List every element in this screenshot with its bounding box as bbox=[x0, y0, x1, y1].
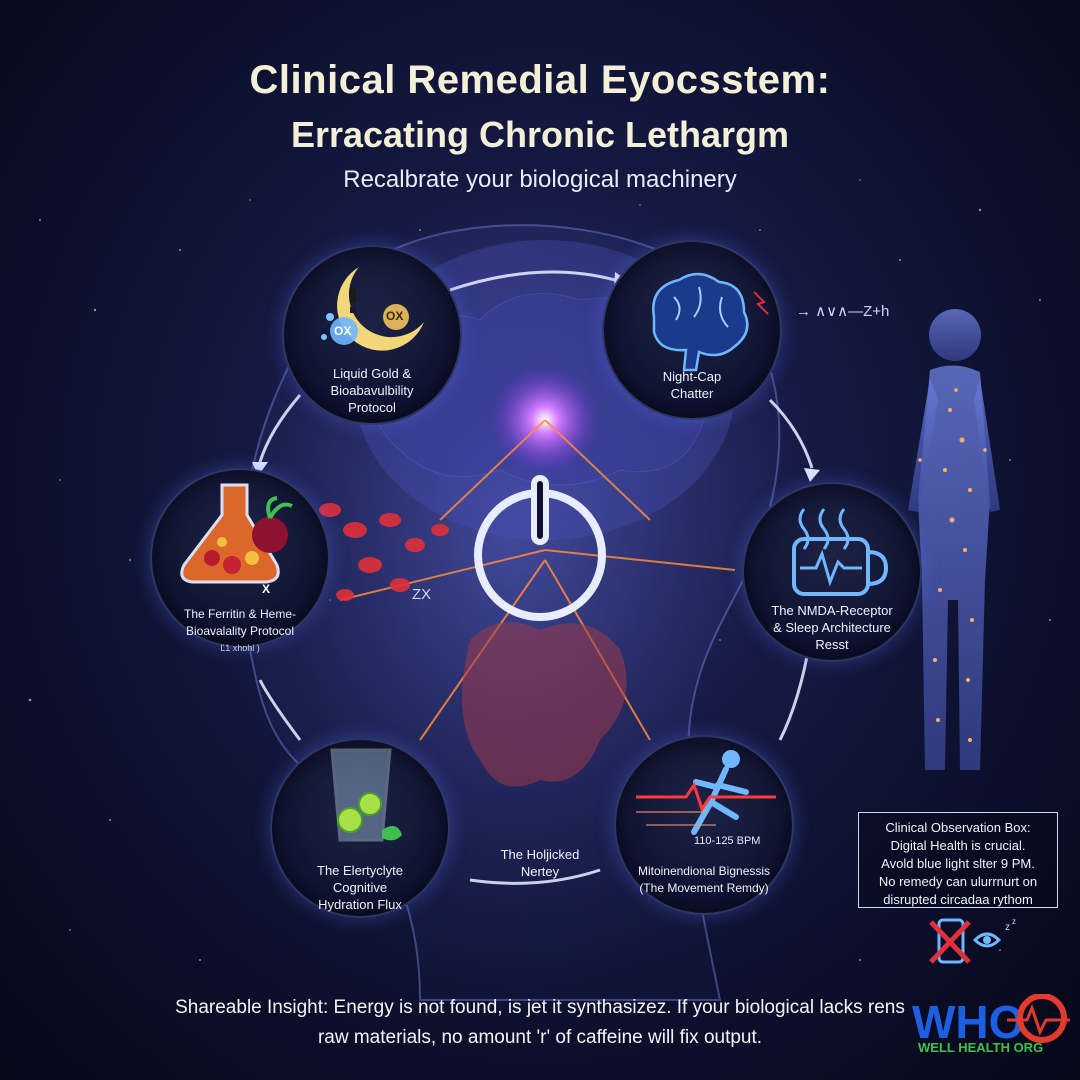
node-ferritin: X The Ferritin & Heme- Bioavalality Prot… bbox=[150, 468, 330, 653]
node-mitochondrial: 110-125 BPM Mitoinendional Bignessis (Th… bbox=[614, 735, 794, 915]
observation-line: Clinical Observation Box: bbox=[885, 820, 1031, 835]
insight-line: raw materials, no amount 'r' of caffeine… bbox=[317, 1027, 763, 1048]
node-electrolyte: The Elertyclyte Cognitive Hydration Flux bbox=[270, 738, 450, 918]
node-liquid-gold: OX OX Liquid Gold & Bioabavulbility Prot… bbox=[282, 245, 462, 425]
page-title: Clinical Remedial Eyocsstem: bbox=[249, 58, 831, 102]
node-nmda: The NMDA-Receptor & Sleep Architecture R… bbox=[742, 482, 922, 662]
runner-icon bbox=[636, 750, 776, 835]
node-night-cap: Night-Cap Chatter bbox=[602, 240, 782, 420]
node-label-line: Resst bbox=[815, 637, 849, 652]
ox-badge: OX bbox=[334, 324, 352, 338]
svg-text:z: z bbox=[1005, 922, 1010, 933]
svg-text:z: z bbox=[1012, 917, 1016, 926]
node-label-line: Cognitive bbox=[332, 880, 388, 895]
bpm-label: 110-125 BPM bbox=[694, 835, 761, 847]
who-logo-tagline: WELL HEALTH ORG bbox=[918, 1040, 1044, 1055]
node-label-line: The Elertyclyte bbox=[317, 863, 403, 878]
glowing-body-figure bbox=[908, 309, 1000, 770]
node-label-line: Night-Cap bbox=[662, 369, 722, 384]
node-label: The NMDA-Receptor & Sleep Architecture R… bbox=[744, 602, 920, 653]
zx-label: ZX bbox=[412, 586, 432, 603]
shareable-insight: Shareable Insight: Energy is not found, … bbox=[0, 993, 1080, 1053]
x-mark: X bbox=[262, 582, 271, 596]
coffee-cup-icon bbox=[792, 508, 889, 596]
node-label-line: Protocol bbox=[348, 400, 396, 415]
node-label: The Ferritin & Heme- Bioavalality Protoc… bbox=[152, 606, 328, 657]
node-label: Liquid Gold & Bioabavulbility Protocol bbox=[284, 365, 460, 416]
node-label-line: Bioabavulbility bbox=[330, 383, 414, 398]
node-label-line: & Sleep Architecture bbox=[773, 620, 891, 635]
ox-badge: OX bbox=[386, 309, 404, 323]
node-label-line: The NMDA-Receptor bbox=[771, 603, 893, 618]
node-label-line: Bioavalality Protocol bbox=[185, 624, 295, 638]
who-logo: WHO bbox=[912, 994, 1070, 1048]
moon-icon bbox=[321, 267, 424, 351]
clinical-observation-box: Clinical Observation Box: Digital Health… bbox=[858, 812, 1058, 908]
insight-line: Shareable Insight: Energy is not found, … bbox=[175, 997, 905, 1018]
brain-icon bbox=[652, 272, 769, 372]
center-label-line: The Holjicked bbox=[500, 847, 580, 862]
node-label-line: Mitoinendional Bignessis bbox=[637, 864, 771, 878]
observation-line: disrupted circadaa rythom bbox=[883, 892, 1033, 907]
observation-line: No remedy can ulurrnurt on bbox=[878, 874, 1038, 889]
node-label-line: (The Movement Remdy) bbox=[639, 881, 769, 895]
node-label-line: Hydration Flux bbox=[318, 897, 402, 912]
no-phone-eye-icon: z z bbox=[929, 917, 1016, 964]
who-logo-letters: WHO bbox=[912, 996, 1024, 1048]
page-tagline: Recalbrate your biological machinery bbox=[343, 166, 737, 193]
observation-line: Avold blue light slter 9 PM. bbox=[881, 856, 1035, 871]
node-label-line: Chatter bbox=[670, 386, 714, 401]
node-label-line: The Ferritin & Heme- bbox=[183, 607, 297, 621]
center-label-line: Nertey bbox=[520, 864, 560, 879]
node-label: The Elertyclyte Cognitive Hydration Flux bbox=[272, 862, 448, 913]
center-label: The Holjicked Nertey bbox=[470, 846, 610, 880]
observation-line: Digital Health is crucial. bbox=[890, 838, 1026, 853]
node-label-line: Liquid Gold & bbox=[332, 366, 412, 381]
flask-icon bbox=[180, 483, 293, 584]
node-label: Night-Cap Chatter bbox=[604, 368, 780, 402]
page-subtitle: Erracating Chronic Lethargm bbox=[290, 114, 790, 155]
node-label: Mitoinendional Bignessis (The Movement R… bbox=[616, 863, 792, 897]
node-footnote: Ľ1 xhohl ) bbox=[220, 643, 260, 653]
water-glass-icon bbox=[330, 748, 402, 842]
sleep-wave-label: → ∧∨∧—Z+h bbox=[796, 303, 890, 320]
